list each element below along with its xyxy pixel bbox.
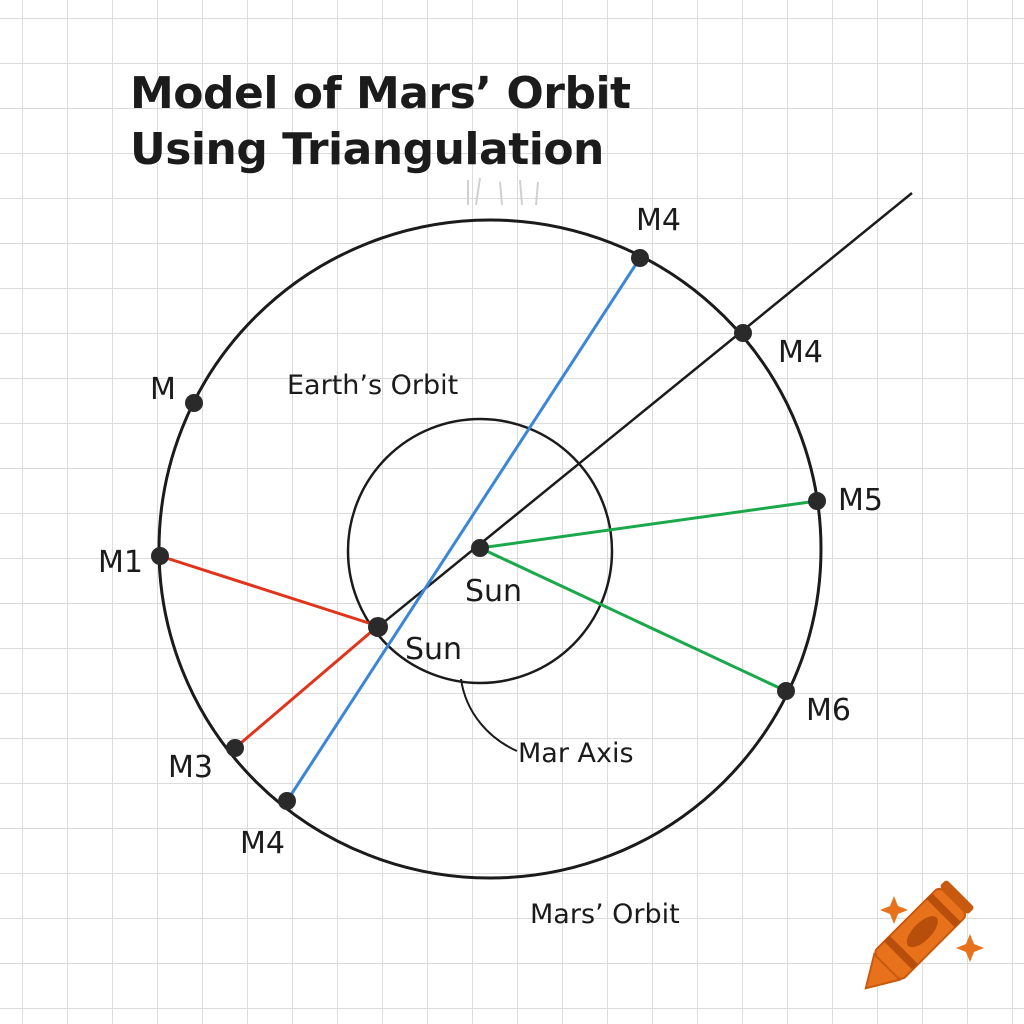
point-m1: [151, 547, 169, 565]
title-line-2: Using Triangulation: [130, 124, 604, 175]
green-sightline-m6: [479, 546, 787, 693]
earth-orbit-circle: [346, 417, 614, 685]
blue-sightline: [285, 257, 642, 802]
label-mars-orbit: Mars’ Orbit: [530, 899, 680, 930]
crayon-icon: [864, 880, 974, 990]
sparkle-icon: [880, 896, 984, 962]
orbit-points: [151, 249, 826, 810]
faint-scribble: [467, 177, 539, 206]
point-m5: [808, 492, 826, 510]
point-sun-earth: [368, 617, 388, 637]
label-mar-axis: Mar Axis: [518, 738, 634, 769]
title-line-1: Model of Mars’ Orbit: [130, 68, 631, 119]
red-sightline-m3: [234, 624, 379, 750]
mar-axis-curve: [460, 678, 518, 752]
red-sightline-m1: [159, 554, 379, 628]
point-m-upper-left: [185, 394, 203, 412]
point-sun-center: [471, 539, 489, 557]
label-m3: M3: [168, 750, 213, 785]
point-m4-right: [734, 324, 752, 342]
green-sightline-m5: [479, 499, 818, 550]
page-title: Model of Mars’ Orbit Using Triangulation: [130, 66, 631, 178]
point-m6: [777, 682, 795, 700]
label-sun-earth: Sun: [405, 632, 462, 667]
label-sun-center: Sun: [465, 574, 522, 609]
black-axis-line: [377, 192, 913, 628]
label-m1: M1: [98, 545, 143, 580]
label-m-upper-left: M: [150, 372, 176, 407]
label-m4-right: M4: [778, 335, 823, 370]
label-m4-bottom: M4: [240, 826, 285, 861]
point-m3: [226, 739, 244, 757]
label-m6: M6: [806, 693, 851, 728]
label-m4-top: M4: [636, 203, 681, 238]
label-earth-orbit: Earth’s Orbit: [287, 370, 458, 401]
point-m4-top: [631, 249, 649, 267]
mars-orbit-ellipse: [157, 218, 823, 880]
label-m5: M5: [838, 483, 883, 518]
point-m4-bottom: [278, 792, 296, 810]
